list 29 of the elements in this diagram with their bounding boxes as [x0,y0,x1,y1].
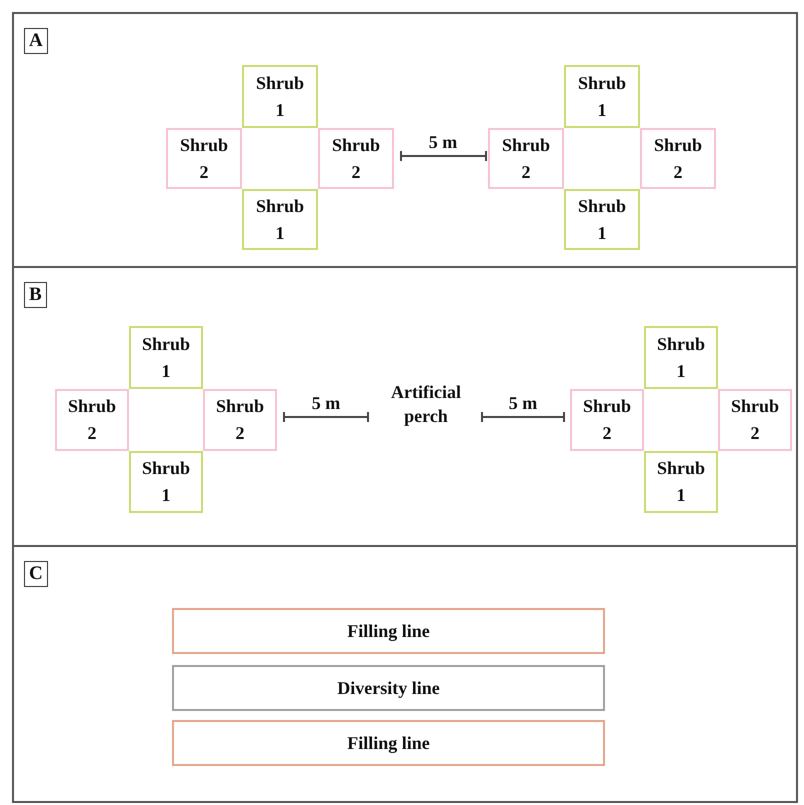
dimension-label: 5 m [428,131,458,154]
shrub-cell: Shrub 1 [644,326,718,389]
shrub-cell: Shrub 2 [166,128,242,189]
dimension-label: 5 m [508,392,538,415]
perch-label: Artificial perch [390,381,462,428]
shrub-cell: Shrub 2 [488,128,564,189]
shrub-cell: Shrub 2 [718,389,792,451]
dimension-label: 5 m [310,392,342,415]
shrub-cell: Shrub 1 [129,451,203,513]
panel-frame [12,545,798,803]
shrub-cell: Shrub 1 [564,65,640,128]
panel-letter: C [24,561,48,587]
shrub-cell: Shrub 1 [644,451,718,513]
panel-frame [12,266,798,547]
shrub-cell: Shrub 1 [129,326,203,389]
shrub-cell: Shrub 2 [570,389,644,451]
planting-line-bar: Diversity line [172,665,605,711]
planting-line-bar: Filling line [172,608,605,654]
planting-line-bar: Filling line [172,720,605,766]
panel-letter: B [24,282,47,308]
shrub-cell: Shrub 2 [640,128,716,189]
shrub-cell: Shrub 2 [318,128,394,189]
shrub-cell: Shrub 1 [564,189,640,250]
shrub-cell: Shrub 2 [203,389,277,451]
shrub-cell: Shrub 2 [55,389,129,451]
shrub-cell: Shrub 1 [242,65,318,128]
panel-frame [12,12,798,268]
panel-letter: A [24,28,48,54]
shrub-cell: Shrub 1 [242,189,318,250]
